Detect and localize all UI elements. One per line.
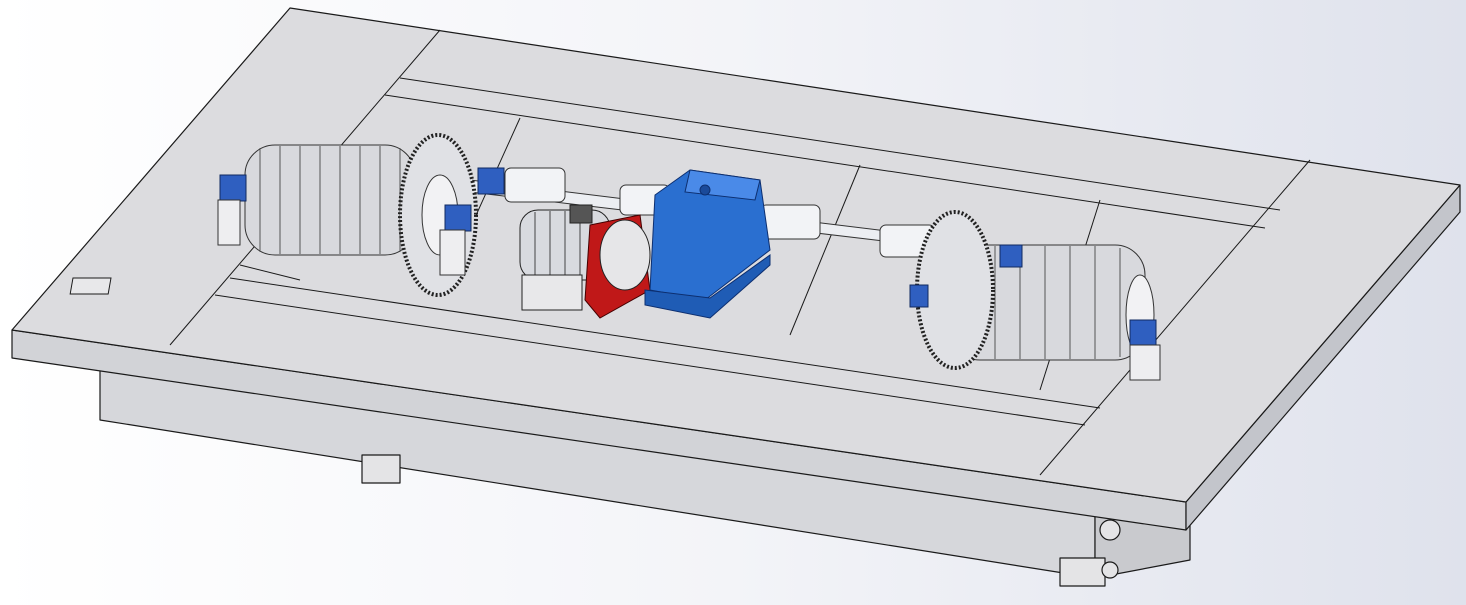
hatch-plate — [69, 277, 112, 295]
gearbox — [644, 169, 771, 319]
left-drum — [244, 133, 478, 297]
support-feet — [361, 454, 1121, 587]
couplings — [504, 167, 936, 258]
right-gear — [915, 210, 995, 370]
bearing-pedestals — [217, 199, 1161, 381]
brake — [584, 214, 651, 319]
right-drum — [915, 210, 1155, 370]
bearing-blocks — [219, 167, 1157, 347]
